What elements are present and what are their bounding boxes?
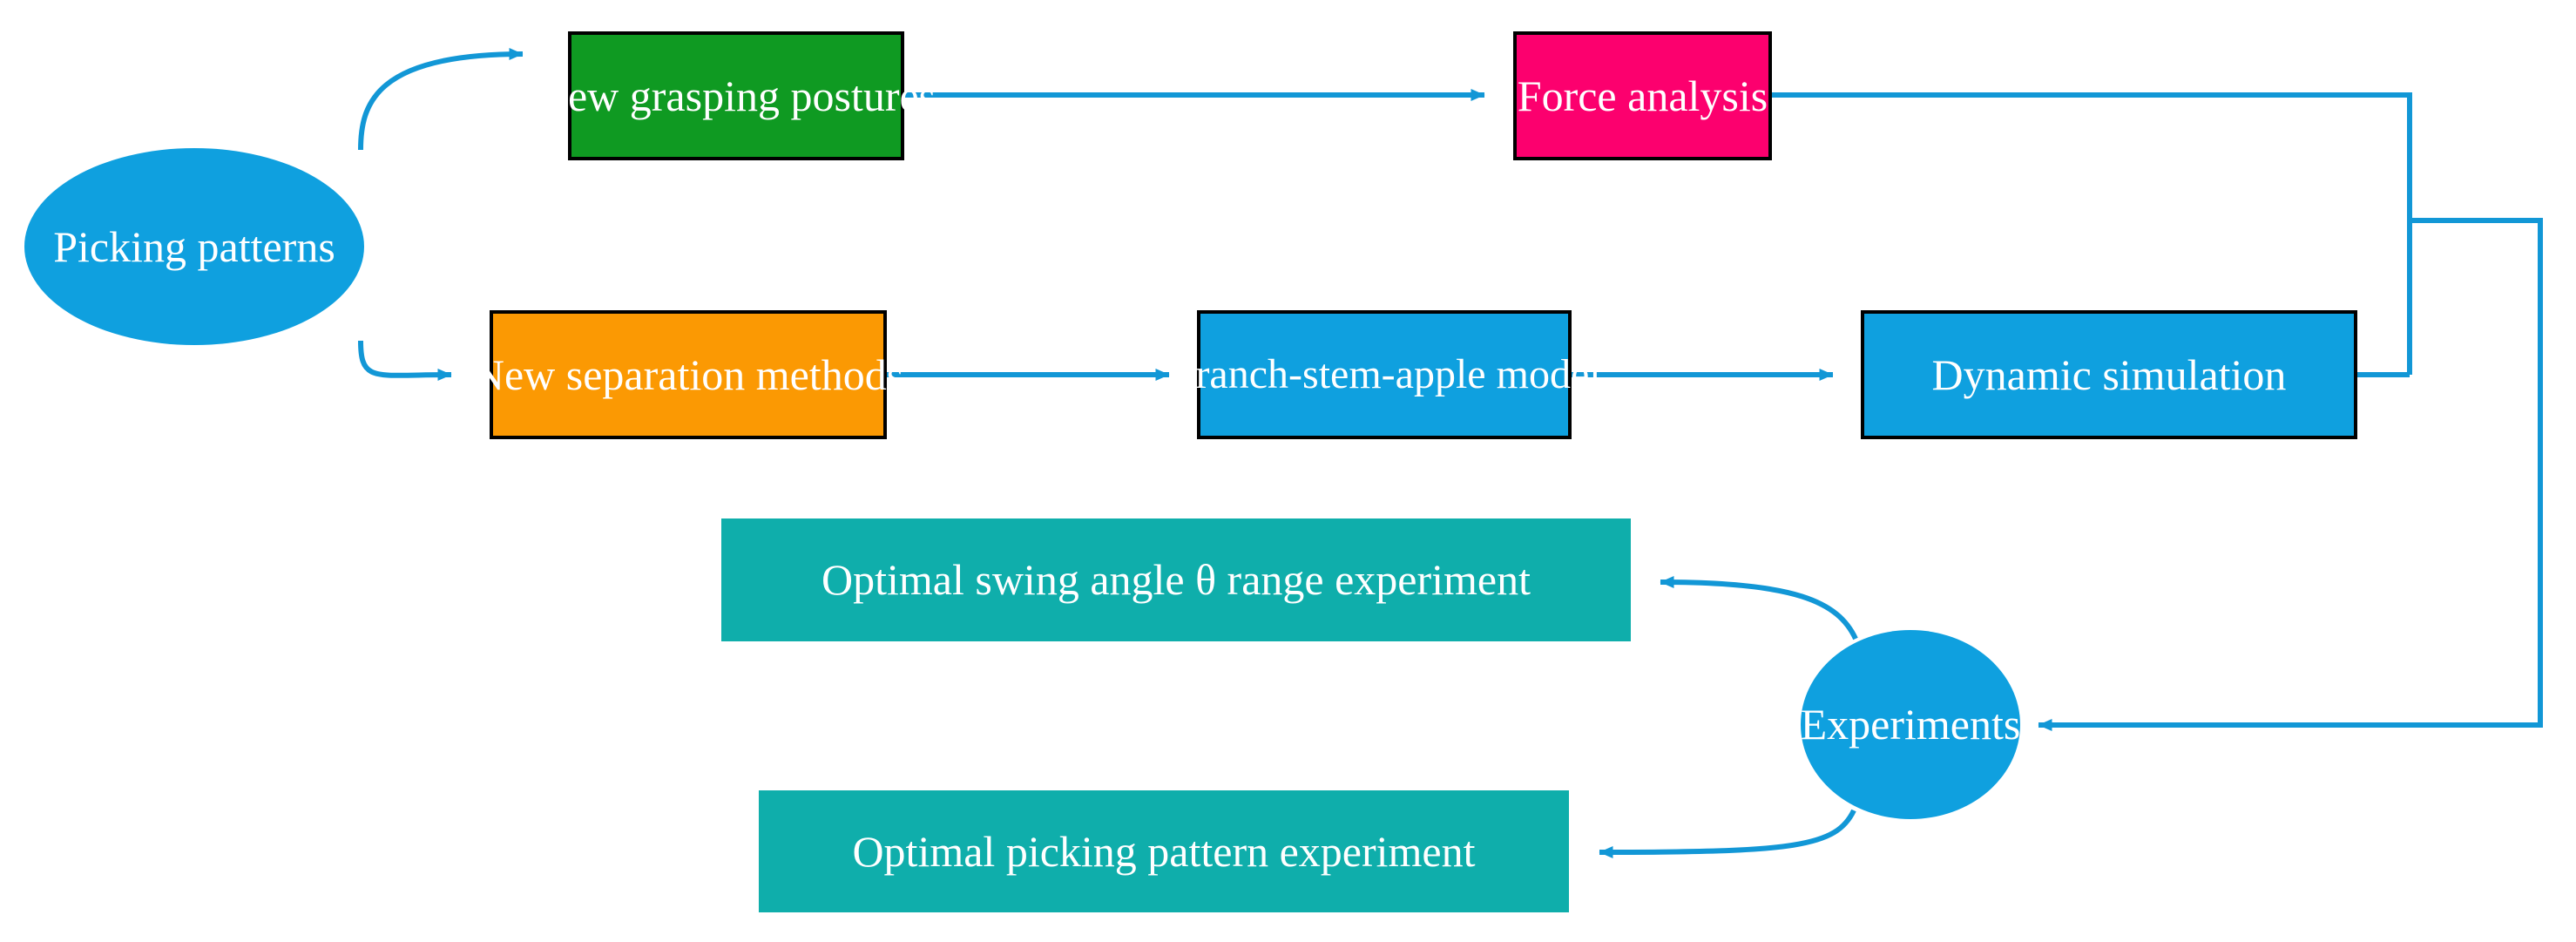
node-force-analysis[interactable]: Force analysis: [1513, 31, 1772, 160]
node-optimal-swing-angle-experiment[interactable]: Optimal swing angle θ range experiment: [721, 518, 1631, 641]
node-label-picking-patterns: Picking patterns: [53, 221, 335, 271]
node-picking-patterns[interactable]: Picking patterns: [24, 148, 364, 345]
node-new-grasping-postures[interactable]: New grasping postures: [537, 31, 936, 160]
node-dynamic-simulation[interactable]: Dynamic simulation: [1861, 310, 2357, 439]
node-new-separation-methods[interactable]: New separation methods: [473, 310, 903, 439]
edge-experiments-to-swing-angle: [1660, 576, 1858, 640]
node-optimal-picking-pattern-experiment[interactable]: Optimal picking pattern experiment: [759, 790, 1569, 912]
node-label-new-separation-methods: New separation methods: [472, 349, 904, 399]
node-label-force-analysis: Force analysis: [1517, 71, 1768, 120]
node-label-dynamic-simulation: Dynamic simulation: [1931, 349, 2287, 399]
node-label-experiments: Experiments: [1800, 700, 2021, 749]
node-experiments[interactable]: Experiments: [1801, 630, 2020, 819]
node-label-branch-stem-apple-model: Branch-stem-apple model: [1167, 350, 1601, 397]
node-label-optimal-picking-pattern-experiment: Optimal picking pattern experiment: [852, 826, 1476, 876]
edge-experiments-to-picking-pattern: [1599, 809, 1856, 858]
node-label-new-grasping-postures: New grasping postures: [536, 71, 936, 120]
node-branch-stem-apple-model[interactable]: Branch-stem-apple model: [1167, 310, 1601, 439]
edge-picking-to-grasping: [358, 48, 524, 151]
edge-bus-to-experiments: [2038, 218, 2543, 731]
node-label-optimal-swing-angle-experiment: Optimal swing angle θ range experiment: [821, 555, 1531, 605]
edge-picking-to-separation: [358, 340, 452, 382]
